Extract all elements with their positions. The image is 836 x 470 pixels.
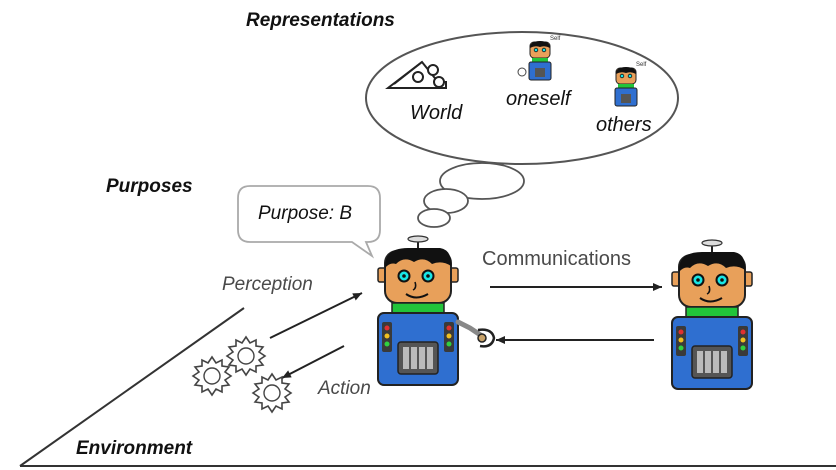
self-robot [377, 235, 496, 386]
thought-trail-bubble-small [417, 208, 451, 228]
svg-text:Self: Self [636, 62, 647, 68]
communications-label: Communications [482, 248, 631, 270]
oneself-label: oneself [506, 88, 571, 110]
purpose-speech-bubble [237, 185, 381, 259]
environment-heading: Environment [76, 438, 193, 459]
other-robot [671, 239, 753, 390]
action-label: Action [318, 378, 371, 399]
perception-label: Perception [222, 274, 313, 295]
purpose-bubble-text: Purpose: B [258, 203, 352, 224]
world-icon [385, 60, 447, 89]
representations-heading: Representations [246, 10, 395, 31]
gear-icon-top [226, 336, 266, 376]
perception-arrow [269, 292, 363, 339]
thought-trail-bubble-large [439, 162, 525, 200]
purposes-heading: Purposes [106, 176, 193, 197]
action-arrow [281, 345, 345, 379]
others-label: others [596, 114, 652, 136]
oneself-robot-icon: Self [517, 36, 561, 81]
others-robot-icon: Self [614, 62, 647, 107]
gear-icon-bottom [252, 373, 292, 413]
gear-icon-left [192, 356, 232, 396]
representations-thought-bubble [365, 31, 679, 165]
svg-text:Self: Self [550, 36, 561, 42]
environment-diagonal-line [19, 307, 245, 467]
world-label: World [410, 102, 463, 124]
